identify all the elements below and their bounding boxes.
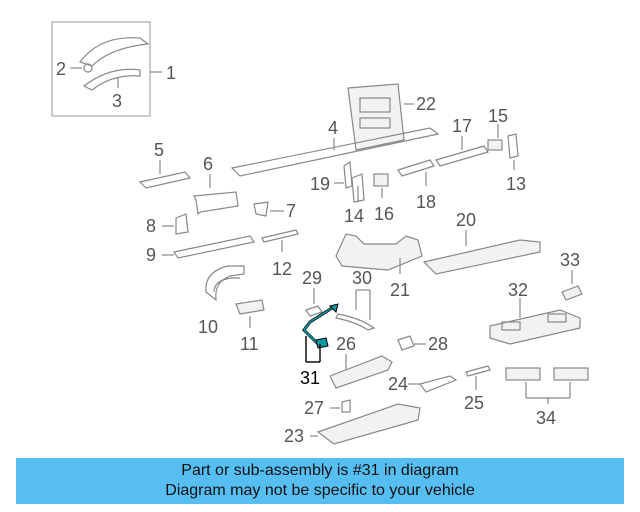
- callout-25[interactable]: 25: [464, 393, 484, 413]
- inset-box: [51, 21, 162, 117]
- part-8: [162, 213, 189, 235]
- callout-11[interactable]: 11: [240, 334, 259, 354]
- info-banner: Part or sub-assembly is #31 in diagram D…: [16, 458, 624, 504]
- callout-30[interactable]: 30: [352, 268, 372, 288]
- callout-5[interactable]: 5: [154, 140, 164, 160]
- callout-8[interactable]: 8: [146, 216, 156, 236]
- callout-23[interactable]: 23: [284, 426, 304, 446]
- callout-29[interactable]: 29: [302, 268, 322, 288]
- part-5: [138, 160, 192, 189]
- part-33: [561, 270, 583, 301]
- callout-7[interactable]: 7: [286, 201, 296, 221]
- part-10: [205, 265, 245, 302]
- part-21: [335, 233, 423, 274]
- callout-18[interactable]: 18: [416, 192, 436, 212]
- callout-27[interactable]: 27: [304, 398, 324, 418]
- banner-line-1: Part or sub-assembly is #31 in diagram: [181, 462, 459, 479]
- callout-22[interactable]: 22: [416, 94, 436, 114]
- parts-diagram: 1 2 3 22 4 5 6 7 8 9: [51, 21, 589, 446]
- callout-6[interactable]: 6: [203, 154, 213, 174]
- callout-34[interactable]: 34: [536, 408, 556, 428]
- callout-16[interactable]: 16: [374, 204, 394, 224]
- part-28: [397, 335, 426, 351]
- part-7: [253, 201, 284, 217]
- callout-21[interactable]: 21: [390, 280, 410, 300]
- callout-32[interactable]: 32: [508, 280, 528, 300]
- part-9: [162, 235, 255, 259]
- callout-3[interactable]: 3: [112, 91, 122, 111]
- part-13: [507, 133, 519, 170]
- part-17: [435, 136, 489, 167]
- part-14: [351, 173, 365, 203]
- callout-9[interactable]: 9: [146, 245, 156, 265]
- part-6: [193, 174, 239, 216]
- part-24: [408, 375, 458, 393]
- part-31-highlighted[interactable]: [302, 303, 339, 363]
- callout-31[interactable]: 31: [300, 368, 320, 388]
- part-20: [422, 230, 541, 275]
- part-29: [305, 288, 323, 317]
- part-4: [230, 127, 440, 177]
- callout-28[interactable]: 28: [428, 334, 448, 354]
- part-18: [397, 159, 435, 186]
- part-23: [310, 403, 421, 445]
- part-22: [347, 83, 414, 151]
- callout-14[interactable]: 14: [344, 206, 364, 226]
- part-27: [330, 399, 351, 413]
- part-16: [373, 173, 389, 198]
- part-15: [487, 124, 503, 151]
- part-30: [335, 289, 376, 331]
- callout-24[interactable]: 24: [388, 374, 408, 394]
- callout-33[interactable]: 33: [560, 250, 580, 270]
- callout-13[interactable]: 13: [506, 174, 526, 194]
- callout-26[interactable]: 26: [336, 334, 356, 354]
- callout-2[interactable]: 2: [56, 59, 66, 79]
- callout-1[interactable]: 1: [166, 63, 176, 83]
- callout-20[interactable]: 20: [456, 210, 476, 230]
- part-26: [329, 354, 393, 389]
- part-25: [465, 365, 491, 390]
- part-12: [261, 229, 299, 252]
- part-19: [334, 160, 353, 189]
- callout-10[interactable]: 10: [198, 317, 218, 337]
- callout-19[interactable]: 19: [310, 174, 330, 194]
- callout-4[interactable]: 4: [328, 118, 338, 138]
- callout-17[interactable]: 17: [452, 116, 472, 136]
- part-11: [235, 299, 265, 328]
- part-34: [505, 367, 589, 404]
- part-32: [489, 298, 581, 345]
- callout-15[interactable]: 15: [488, 106, 508, 126]
- callout-12[interactable]: 12: [272, 259, 292, 279]
- banner-line-2: Diagram may not be specific to your vehi…: [165, 482, 475, 499]
